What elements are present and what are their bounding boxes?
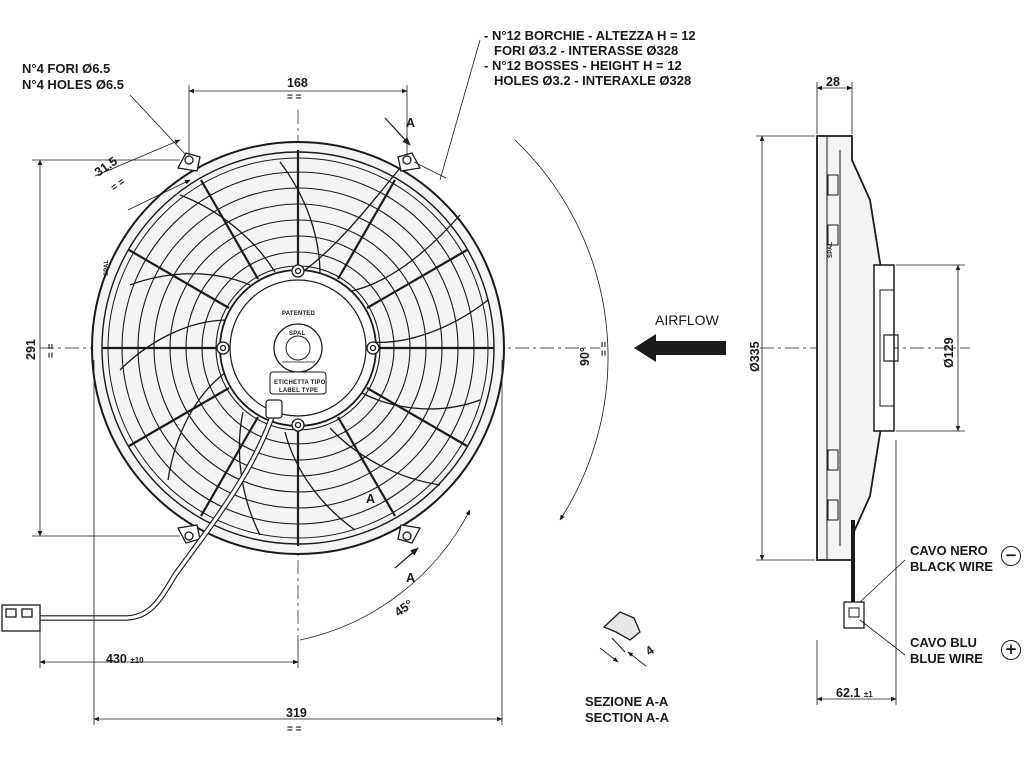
side-ribs	[827, 174, 839, 521]
bosses-label-it-2: FORI Ø3.2 - INTERASSE Ø328	[494, 43, 679, 58]
motor-cap	[229, 279, 367, 417]
holes-label-it: N°4 FORI Ø6.5	[22, 61, 111, 76]
dim-fan-diameter: Ø335	[748, 341, 762, 372]
cable-grommet	[265, 399, 283, 419]
dim-motor-diameter: Ø129	[942, 337, 956, 368]
section-label-en: SECTION A-A	[585, 710, 670, 725]
holes-label-en: N°4 HOLES Ø6.5	[22, 77, 125, 92]
dim-side-depth-value: 62.1	[836, 686, 861, 700]
black-wire-label-en: BLACK WIRE	[910, 559, 994, 574]
dim-angle-90: 90°	[578, 347, 592, 366]
dim-top-equal: = =	[287, 92, 302, 103]
section-a-a-detail	[599, 611, 647, 667]
dim-bottom-width: 319	[286, 706, 307, 720]
dim-cable-length: 430 ±10	[106, 652, 144, 668]
side-connector	[843, 601, 865, 629]
label-type-en: LABEL TYPE	[279, 388, 319, 394]
blue-wire-label-en: BLUE WIRE	[910, 651, 983, 666]
dim-height-equal: = =	[46, 343, 57, 358]
side-dimensions	[756, 82, 965, 705]
section-mark-blade: A	[366, 492, 376, 506]
minus-icon: −	[1001, 546, 1021, 566]
label-plate	[269, 371, 327, 395]
blue-wire-label-it: CAVO BLU	[910, 635, 977, 650]
dim-top-width: 168	[287, 76, 308, 90]
bosses-label-en-1: - N°12 BOSSES - HEIGHT H = 12	[484, 58, 682, 73]
section-mark-top: A	[406, 116, 416, 130]
side-view	[760, 135, 970, 629]
patented-mark: PATENTED	[282, 311, 316, 317]
dim-bottom-equal: = =	[287, 724, 302, 735]
front-view	[1, 110, 600, 640]
dim-height: 291	[24, 339, 38, 360]
bosses-label-it-1: - N°12 BORCHIE - ALTEZZA H = 12	[484, 28, 696, 43]
black-wire-label-it: CAVO NERO	[910, 543, 988, 558]
hub-brand-mark: SPAL	[289, 331, 306, 337]
plus-icon: +	[1001, 640, 1021, 660]
front-dimensions	[32, 39, 609, 725]
hub-bosses	[216, 264, 380, 432]
side-brand-mark: SPAL	[828, 241, 834, 258]
dim-side-depth: 62.1 ±1	[836, 686, 873, 702]
dim-angle-equal: = =	[599, 341, 610, 356]
dim-cable-tolerance: ±10	[130, 656, 144, 665]
label-type-it: ETICHETTA TIPO	[274, 380, 326, 386]
dim-side-tolerance: ±1	[863, 690, 873, 699]
airflow-arrow	[634, 334, 726, 362]
guard-struts	[102, 150, 494, 546]
motor-housing	[219, 269, 377, 427]
shroud-brand-mark: SPAL	[104, 259, 110, 276]
dim-depth: 28	[826, 75, 840, 89]
front-connector	[1, 604, 41, 632]
fan-blades	[119, 161, 489, 536]
bosses-label-en-2: HOLES Ø3.2 - INTERAXLE Ø328	[494, 73, 692, 88]
section-mark-bottom: A	[406, 571, 416, 585]
airflow-label: AIRFLOW	[655, 312, 719, 328]
dim-cable-length-value: 430	[106, 652, 127, 666]
section-label-it: SEZIONE A-A	[585, 694, 669, 709]
